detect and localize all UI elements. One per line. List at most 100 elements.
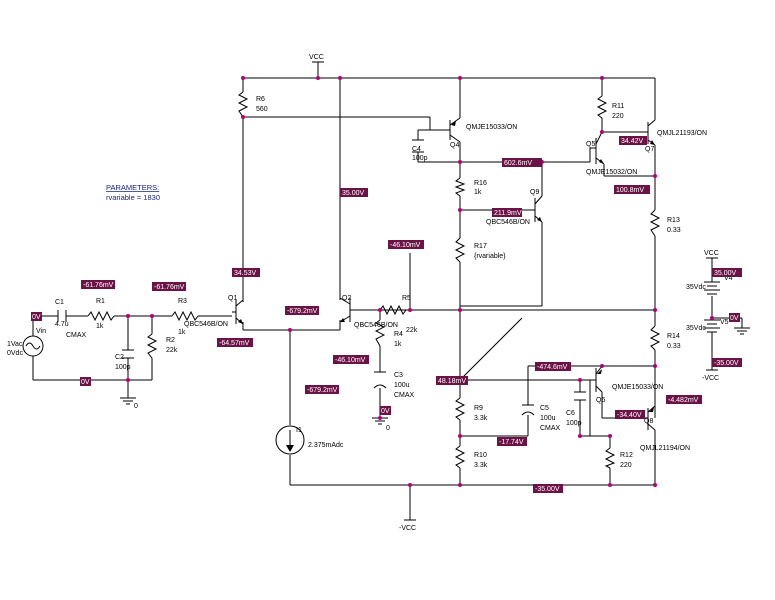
resistor-r4 xyxy=(374,319,386,347)
resistor-r6 xyxy=(237,91,249,118)
voltage-probe: 211.9mV xyxy=(492,208,522,217)
resistor-r9 xyxy=(454,397,466,421)
svg-text:-17.74V: -17.74V xyxy=(499,439,524,446)
capacitors xyxy=(57,139,586,416)
transistor-q9 xyxy=(528,195,543,223)
neg-vcc-label-right: -VCC xyxy=(702,375,719,382)
resistors xyxy=(87,91,661,469)
transistors xyxy=(232,117,656,431)
vcc-label: VCC xyxy=(309,54,324,61)
resistor-r5 xyxy=(379,304,407,316)
parameters-block: PARAMETERS: rvariable = 1830 xyxy=(106,183,160,202)
svg-text:34.42V: 34.42V xyxy=(621,138,644,145)
svg-text:-61.76mV: -61.76mV xyxy=(83,282,114,289)
svg-text:34.53V: 34.53V xyxy=(234,270,257,277)
svg-text:35.00V: 35.00V xyxy=(342,190,365,197)
label-q7: Q7QMJL21193/ON xyxy=(645,130,707,153)
svg-text:0V: 0V xyxy=(730,315,739,322)
transistor-q2 xyxy=(339,297,351,323)
voltage-probe: -46.10mV xyxy=(388,240,424,249)
label-i1: I12.375mAdc xyxy=(296,427,344,449)
svg-text:-679.2mV: -679.2mV xyxy=(307,387,338,394)
transistor-q7 xyxy=(644,119,656,146)
svg-text:-35.00V: -35.00V xyxy=(714,360,739,367)
ground-symbol-supply xyxy=(734,327,750,335)
capacitor-c2 xyxy=(122,349,134,359)
resistor-r17 xyxy=(454,237,466,263)
voltage-probe: 34.53V xyxy=(232,268,260,277)
parameters-title: PARAMETERS: xyxy=(106,183,159,192)
svg-text:0V: 0V xyxy=(32,314,41,321)
capacitor-c6 xyxy=(574,391,586,401)
svg-text:35.00V: 35.00V xyxy=(714,270,737,277)
voltage-probe: -46.10mV xyxy=(333,355,369,364)
voltage-probe: -64.57mV xyxy=(217,338,253,347)
svg-text:-46.10mV: -46.10mV xyxy=(335,357,366,364)
resistor-r13 xyxy=(649,209,661,237)
battery-v4 xyxy=(704,281,720,295)
current-source-i1 xyxy=(275,425,305,455)
label-vin: Vin xyxy=(36,328,46,335)
svg-text:-61.76mV: -61.76mV xyxy=(154,284,185,291)
transistor-q5 xyxy=(590,131,605,165)
label-q2: Q2QBC546B/ON xyxy=(342,295,398,329)
voltage-probe: 602.6mV xyxy=(502,158,542,167)
ground-node-labels: 0 0 xyxy=(134,403,390,432)
sources xyxy=(22,281,720,455)
voltage-probe: 100.8mV xyxy=(614,185,650,194)
resistor-r14 xyxy=(649,325,661,351)
svg-text:211.9mV: 211.9mV xyxy=(494,210,522,217)
voltage-probe: 35.00V xyxy=(712,268,742,277)
svg-text:48.18mV: 48.18mV xyxy=(438,378,466,385)
svg-text:-46.10mV: -46.10mV xyxy=(390,242,421,249)
parameters-assignment: rvariable = 1830 xyxy=(106,193,160,202)
resistor-r1 xyxy=(87,310,115,322)
transistor-q8 xyxy=(644,405,656,431)
ac-source-vin xyxy=(22,335,44,357)
battery-v5 xyxy=(704,319,720,333)
svg-text:-474.6mV: -474.6mV xyxy=(537,364,568,371)
voltage-probe: -17.74V xyxy=(497,437,527,446)
grounds xyxy=(120,61,750,521)
voltage-probe: -474.6mV xyxy=(535,362,571,371)
svg-text:-64.57mV: -64.57mV xyxy=(219,340,250,347)
resistor-r16 xyxy=(454,177,466,197)
voltage-probe: -35.00V xyxy=(533,484,563,493)
voltage-probe: 34.42V xyxy=(619,136,647,145)
voltage-probes: 0V -61.76mV -61.76mV 0V 34.53V -64.57mV … xyxy=(31,136,742,493)
resistor-r3 xyxy=(171,310,199,322)
label-r17: R17{rvariable} xyxy=(474,243,506,260)
vcc-label-right: VCC xyxy=(704,250,719,257)
transistor-q6 xyxy=(590,365,603,393)
capacitor-c1 xyxy=(57,310,67,322)
wires xyxy=(32,62,743,520)
svg-text:-35.00V: -35.00V xyxy=(535,486,560,493)
capacitor-c4 xyxy=(412,139,424,153)
svg-text:100.8mV: 100.8mV xyxy=(616,187,644,194)
voltage-probe: 35.00V xyxy=(340,188,368,197)
ground-label: 0 xyxy=(386,425,390,432)
svg-text:0V: 0V xyxy=(81,379,90,386)
voltage-probe: -4.482mV xyxy=(666,395,702,404)
resistor-r10 xyxy=(454,445,466,469)
svg-text:602.6mV: 602.6mV xyxy=(504,160,532,167)
voltage-probe: 0V xyxy=(729,313,740,322)
capacitor-c3 xyxy=(373,371,387,389)
